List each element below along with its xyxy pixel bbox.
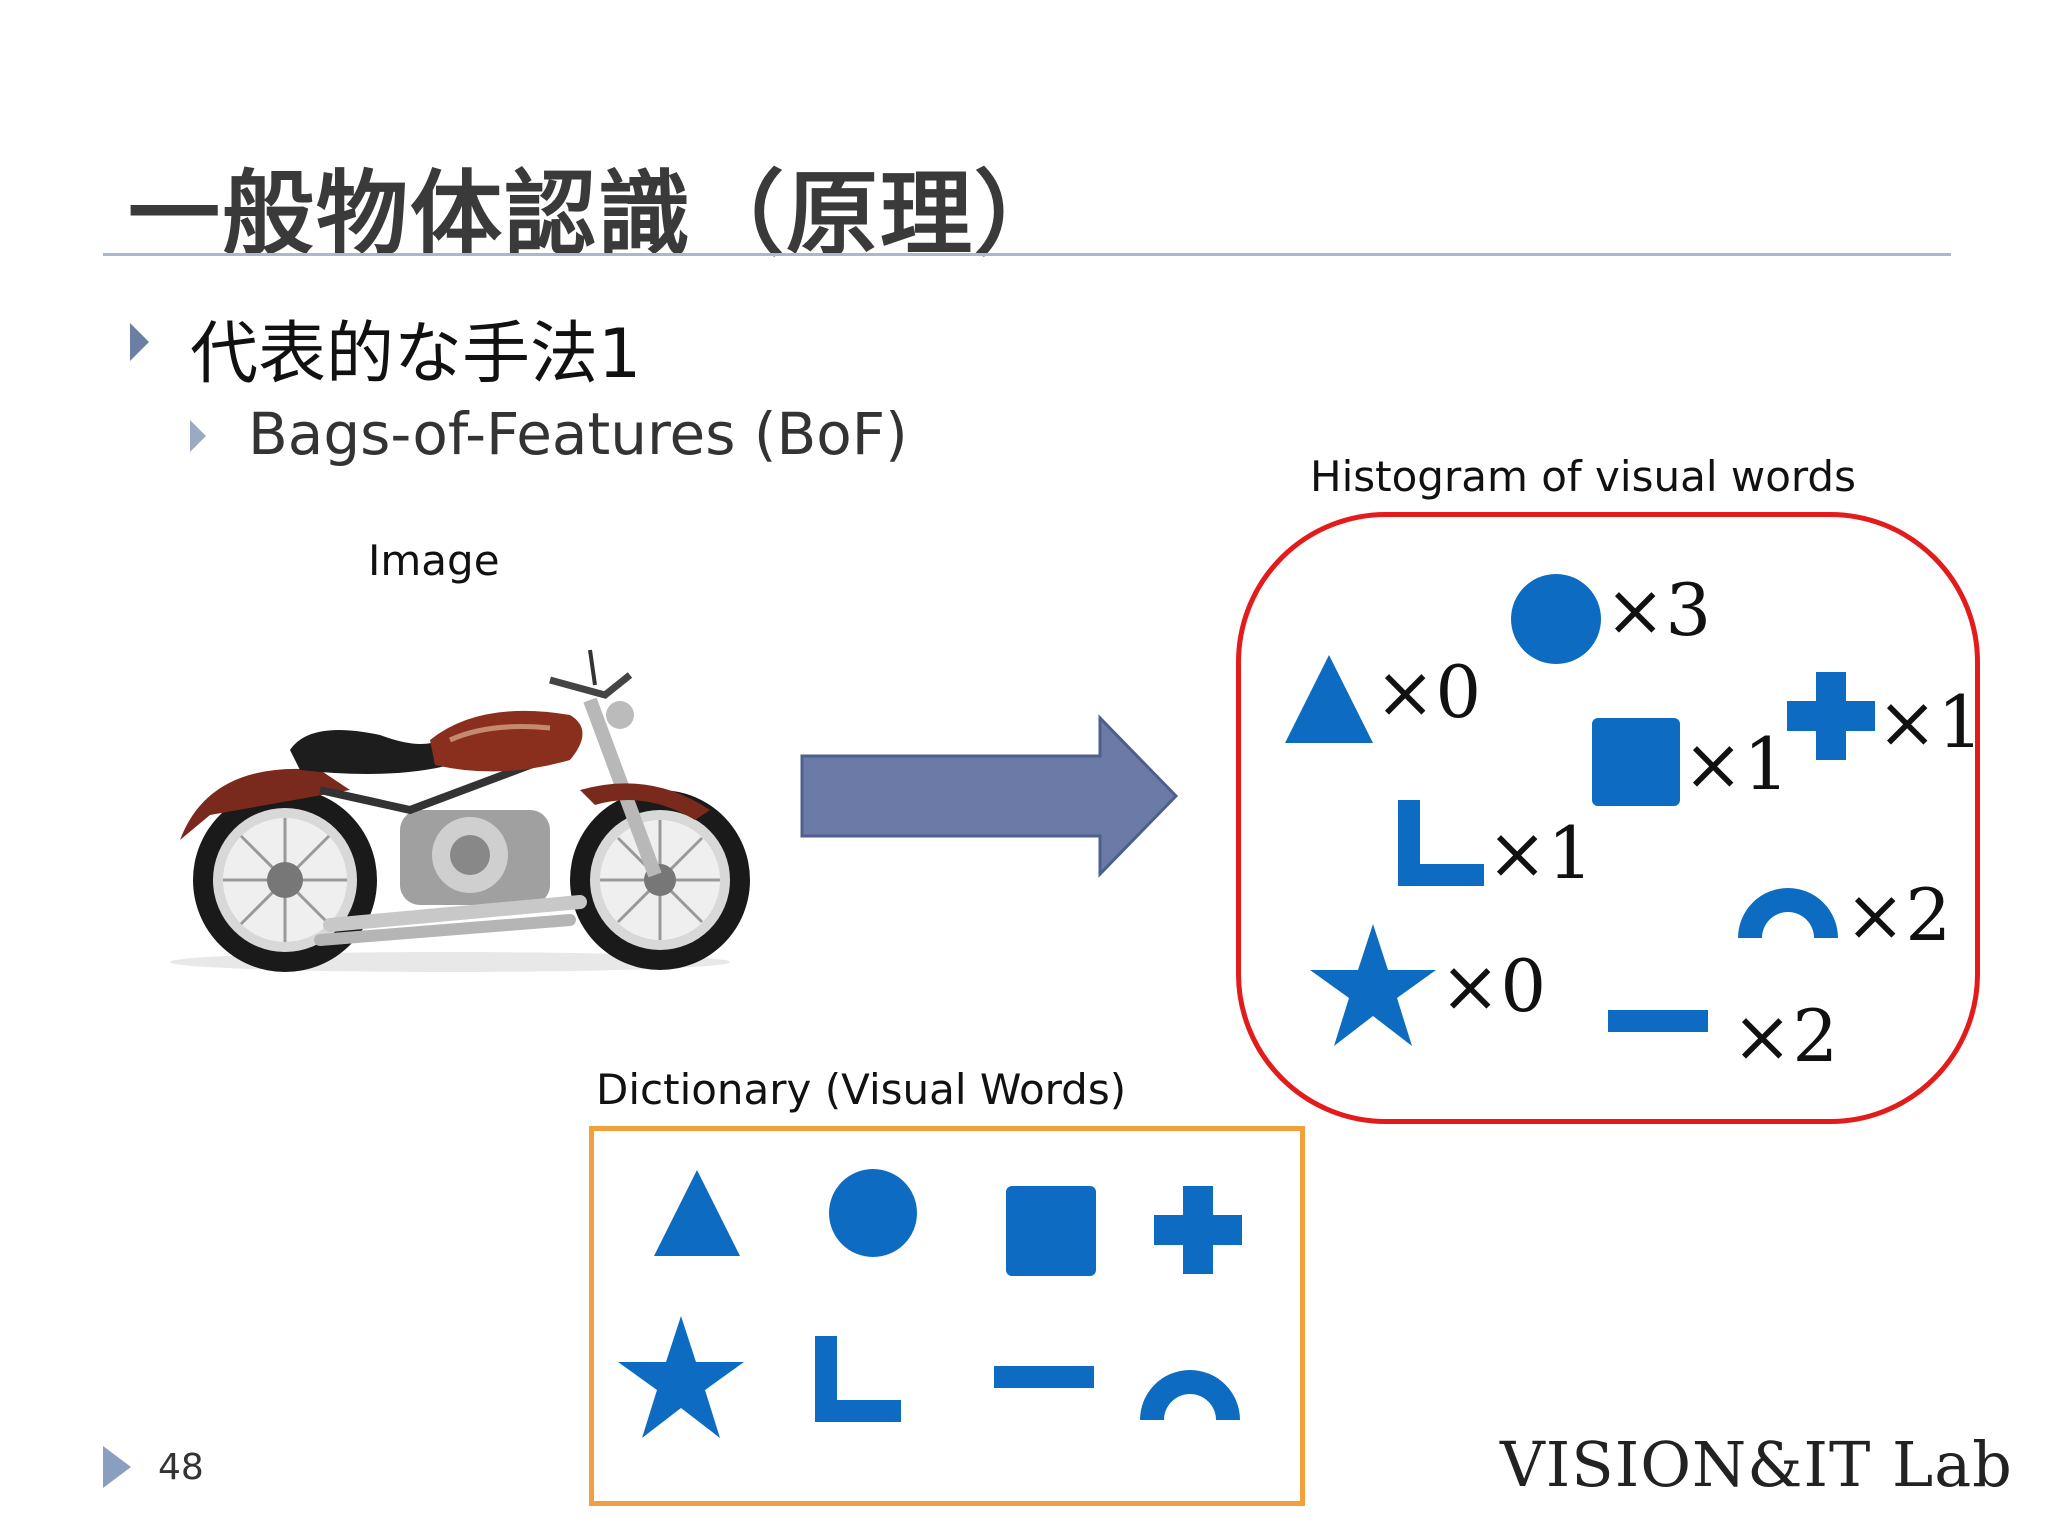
- arc-count: ×2: [1845, 873, 1952, 957]
- corner-count: ×1: [1487, 811, 1594, 895]
- circle-icon: [1511, 574, 1601, 664]
- plus-count: ×1: [1877, 680, 1984, 764]
- dictionary-plus-icon: [1154, 1186, 1242, 1274]
- bullet-sub: Bags-of-Features (BoF): [248, 400, 908, 468]
- circle-count: ×3: [1605, 568, 1712, 652]
- histogram-box: [1236, 512, 1980, 1124]
- triangle-icon: [1285, 655, 1373, 743]
- star-icon: [1310, 924, 1436, 1046]
- triangle-count: ×0: [1375, 650, 1482, 734]
- dictionary-square-icon: [1006, 1186, 1096, 1276]
- page-number: 48: [158, 1447, 204, 1488]
- dictionary-corner-icon: [815, 1336, 901, 1422]
- footer-marker-icon: [103, 1446, 131, 1488]
- dash-icon: [1608, 1010, 1708, 1032]
- histogram-label: Histogram of visual words: [1310, 452, 1856, 501]
- dictionary-circle-icon: [829, 1169, 917, 1257]
- plus-icon: [1787, 672, 1875, 760]
- dash-count: ×2: [1732, 994, 1839, 1078]
- dictionary-label: Dictionary (Visual Words): [596, 1065, 1127, 1114]
- bullet-marker-icon: [130, 323, 149, 361]
- motorcycle-image: [170, 649, 750, 972]
- corner-icon: [1398, 800, 1484, 886]
- dictionary-arc-icon: [1140, 1370, 1240, 1420]
- square-icon: [1592, 718, 1680, 806]
- arrow-icon: [800, 714, 1179, 878]
- sub-bullet-marker-icon: [190, 420, 206, 452]
- square-count: ×1: [1683, 722, 1790, 806]
- dictionary-triangle-icon: [654, 1170, 740, 1256]
- image-label: Image: [368, 536, 500, 585]
- title-divider: [103, 253, 1951, 256]
- dictionary-dash-icon: [994, 1366, 1094, 1388]
- arc-icon: [1738, 888, 1838, 938]
- dictionary-star-icon: [618, 1316, 744, 1438]
- slide-title: 一般物体認識（原理）: [128, 160, 1069, 268]
- star-count: ×0: [1440, 944, 1547, 1028]
- bullet-main: 代表的な手法1: [190, 315, 642, 394]
- lab-logo: VISION&IT Lab: [1500, 1428, 2013, 1501]
- dictionary-box: [589, 1126, 1305, 1506]
